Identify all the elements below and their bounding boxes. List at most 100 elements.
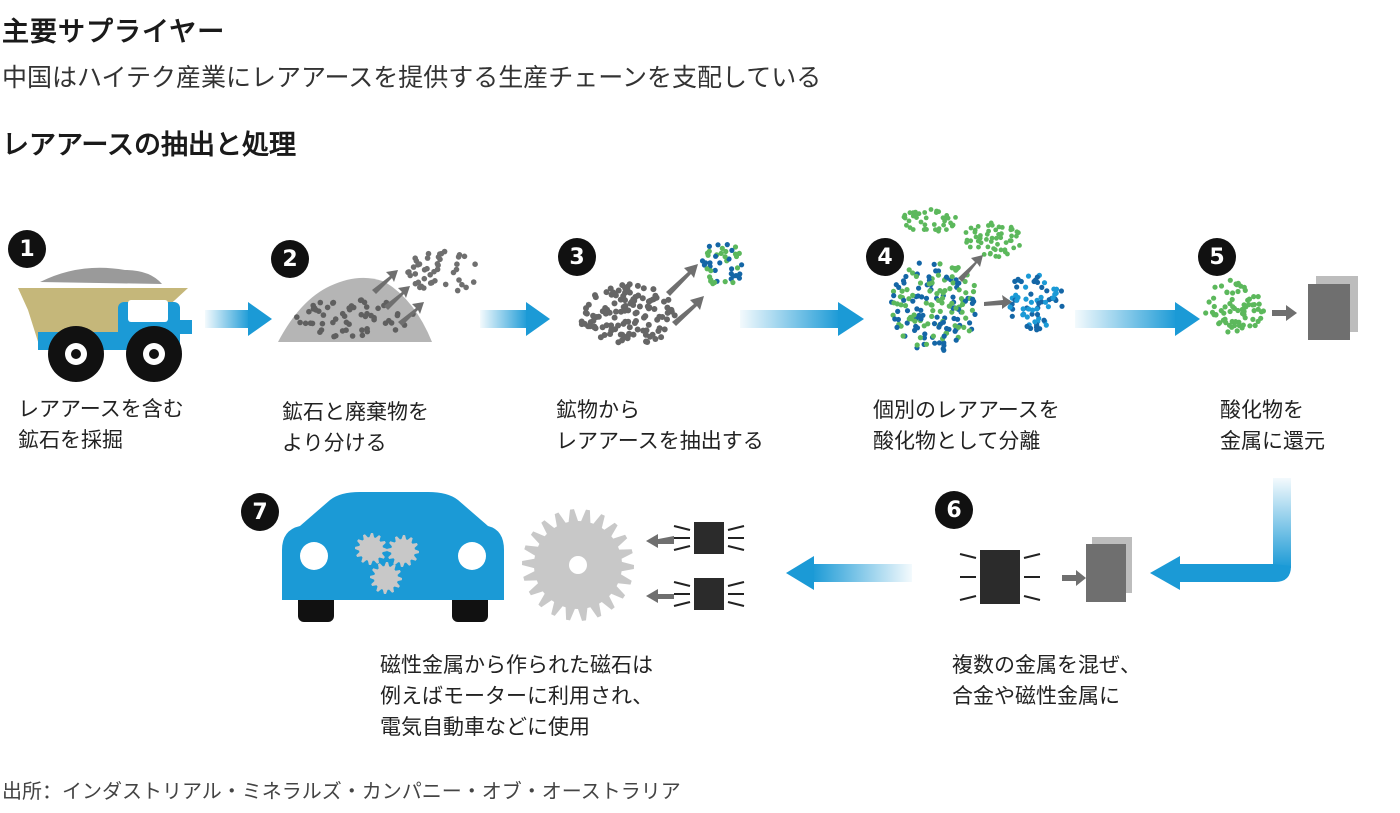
particle-dot — [891, 293, 897, 299]
particle-dot — [953, 337, 959, 343]
particle-dot — [302, 320, 309, 327]
particle-dot — [359, 332, 366, 339]
flow-arrow-3-4 — [740, 302, 864, 336]
flow-arrow-6-7 — [786, 556, 912, 590]
particle-dot — [1044, 288, 1050, 294]
particle-dot — [346, 305, 353, 311]
particle-dot — [729, 266, 735, 272]
particle-dot — [912, 318, 918, 324]
particle-dot — [615, 322, 622, 329]
particle-dot — [318, 327, 325, 333]
particle-dot — [922, 331, 928, 337]
particle-dot — [630, 331, 637, 338]
particle-dot — [707, 260, 713, 266]
particle-dot — [934, 314, 940, 320]
particle-dot — [1041, 317, 1047, 323]
step-caption-line: 例えばモーターに利用され、 — [380, 684, 654, 708]
particle-dot — [998, 235, 1004, 241]
particle-dot — [407, 272, 414, 279]
particle-dot — [984, 231, 990, 237]
separation-icon — [889, 207, 1065, 353]
particle-dot — [931, 222, 937, 227]
particle-dot — [991, 246, 996, 252]
particle-dot — [1218, 283, 1225, 289]
dump-truck-icon — [18, 267, 192, 382]
particle-dot — [904, 320, 910, 326]
particle-dot — [733, 273, 739, 279]
reduction-icon — [1203, 276, 1358, 340]
magnet-spark — [673, 545, 691, 551]
particle-dot — [1042, 299, 1049, 305]
step-caption-line: 酸化物として分離 — [873, 429, 1041, 453]
particle-dot — [904, 287, 910, 293]
particle-dot — [626, 289, 633, 296]
particle-dot — [297, 319, 303, 326]
particle-dot — [941, 333, 947, 339]
particle-dot — [388, 320, 395, 326]
particle-dot — [724, 242, 730, 248]
particle-dot — [1239, 325, 1245, 331]
particle-dot — [364, 328, 371, 335]
particle-dot — [910, 270, 916, 276]
particle-dot — [375, 305, 381, 312]
particle-dot — [1034, 311, 1041, 318]
particle-dot — [989, 222, 995, 228]
step-caption-2: 鉱石と廃棄物を より分ける — [282, 397, 429, 459]
particle-dot — [604, 309, 611, 316]
magnet-spark — [727, 601, 745, 607]
particle-dot — [966, 328, 972, 334]
particle-dot — [910, 227, 916, 232]
particle-dot — [1025, 273, 1032, 279]
particle-dot — [585, 301, 592, 308]
particle-dot — [1012, 278, 1018, 284]
particle-dot — [904, 222, 909, 228]
flow-arrow-1-2 — [205, 302, 272, 336]
particle-dot — [309, 320, 316, 327]
particle-dot — [331, 333, 337, 340]
particle-dot — [666, 307, 673, 314]
step-caption-6: 複数の金属を混ぜ、 合金や磁性金属に — [952, 650, 1141, 712]
particle-dot — [1251, 308, 1257, 314]
particle-dot — [914, 325, 921, 331]
particle-dot — [994, 235, 999, 241]
particle-dot — [952, 265, 958, 272]
particle-dot — [362, 313, 369, 320]
particle-dot — [456, 252, 463, 258]
particle-dot — [1247, 323, 1253, 329]
particle-dot — [1017, 243, 1022, 248]
particle-dot — [1059, 303, 1065, 309]
particle-dot — [914, 306, 920, 312]
particle-dot — [975, 238, 981, 244]
particle-dot — [1023, 296, 1029, 302]
step-caption-line: 鉱石を採掘 — [18, 428, 123, 452]
particle-dot — [967, 244, 973, 250]
particle-dot — [955, 281, 961, 287]
particle-dot — [981, 252, 987, 257]
particle-dot — [959, 301, 966, 308]
particle-dot — [639, 295, 646, 302]
particle-dot — [1250, 316, 1256, 322]
particle-dot — [910, 292, 916, 298]
particle-dot — [1256, 301, 1262, 307]
particle-dot — [320, 312, 327, 318]
particle-dot — [985, 244, 991, 250]
particle-dot — [599, 324, 606, 331]
particle-dot — [717, 260, 723, 266]
particle-dot — [996, 224, 1002, 230]
particle-dot — [722, 254, 728, 260]
particle-dot — [917, 280, 924, 286]
particle-dot — [707, 274, 713, 280]
magnet-spark — [727, 545, 745, 551]
particle-dot — [1211, 295, 1217, 301]
particle-dot — [1041, 280, 1048, 286]
particle-dot — [967, 320, 973, 326]
particle-dot — [1234, 282, 1240, 288]
particle-dot — [463, 284, 469, 291]
particle-dot — [313, 307, 319, 313]
section-heading: レアアースの抽出と処理 — [2, 130, 297, 161]
particle-dot — [923, 295, 930, 301]
particle-dot — [1053, 286, 1060, 292]
particle-dot — [970, 289, 977, 295]
particle-dot — [956, 287, 962, 293]
particle-dot — [705, 252, 711, 258]
